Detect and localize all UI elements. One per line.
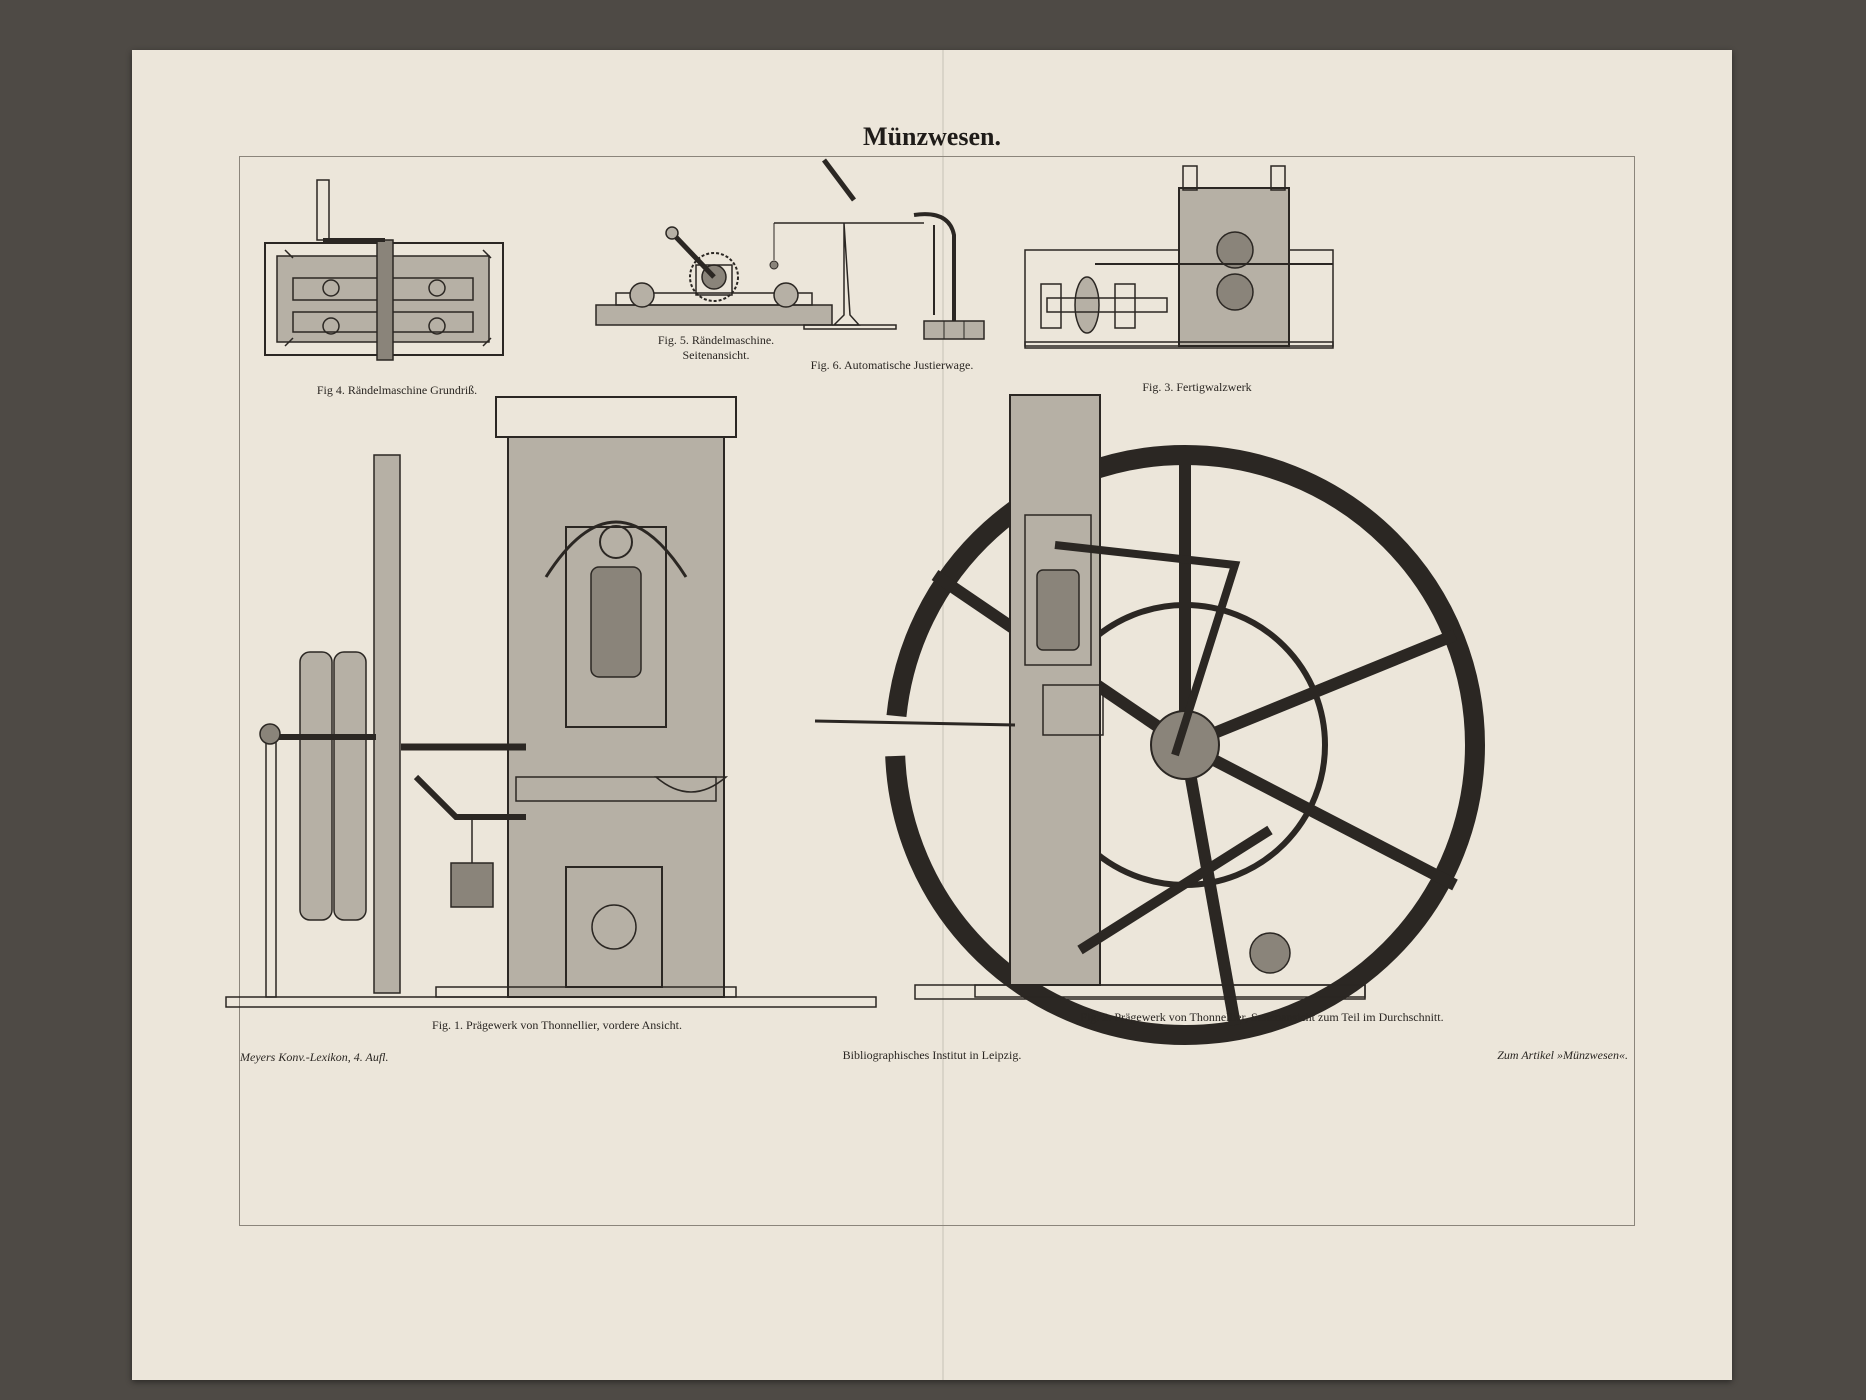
fig6-caption: Fig. 6. Automatische Justierwage. bbox=[810, 358, 974, 372]
fig3-caption: Fig. 3. Fertigwalzwerk bbox=[1142, 380, 1252, 394]
footer-publisher: Bibliographisches Institut in Leipzig. bbox=[842, 1048, 1022, 1062]
fig4-illustration bbox=[264, 179, 504, 361]
plate-frame bbox=[239, 156, 1635, 1226]
plate-title: Münzwesen. bbox=[863, 122, 1001, 151]
fig2-illustration bbox=[814, 394, 1485, 1045]
fig3-illustration bbox=[1024, 165, 1334, 349]
footer-publication: Meyers Konv.-Lexikon, 4. Aufl. bbox=[240, 1050, 389, 1064]
fig1-illustration bbox=[225, 396, 877, 1008]
printed-plate-sheet: Münzwesen. Fig 4. Rändelmaschine Grundri… bbox=[132, 50, 1732, 1380]
fig1-caption: Fig. 1. Prägewerk von Thonnellier, vorde… bbox=[432, 1018, 682, 1032]
footer-article-reference: Zum Artikel »Münzwesen«. bbox=[1497, 1048, 1628, 1062]
center-fold bbox=[942, 50, 944, 1380]
fig4-caption: Fig 4. Rändelmaschine Grundriß. bbox=[316, 383, 478, 397]
fig5-caption: Fig. 5. Rändelmaschine. Seitenansicht. bbox=[657, 333, 775, 362]
fig2-caption: Fig. 2. Prägewerk von Thonnellier, Seite… bbox=[1080, 1010, 1444, 1024]
fig6-illustration bbox=[769, 158, 985, 340]
fig5-illustration bbox=[595, 226, 833, 326]
